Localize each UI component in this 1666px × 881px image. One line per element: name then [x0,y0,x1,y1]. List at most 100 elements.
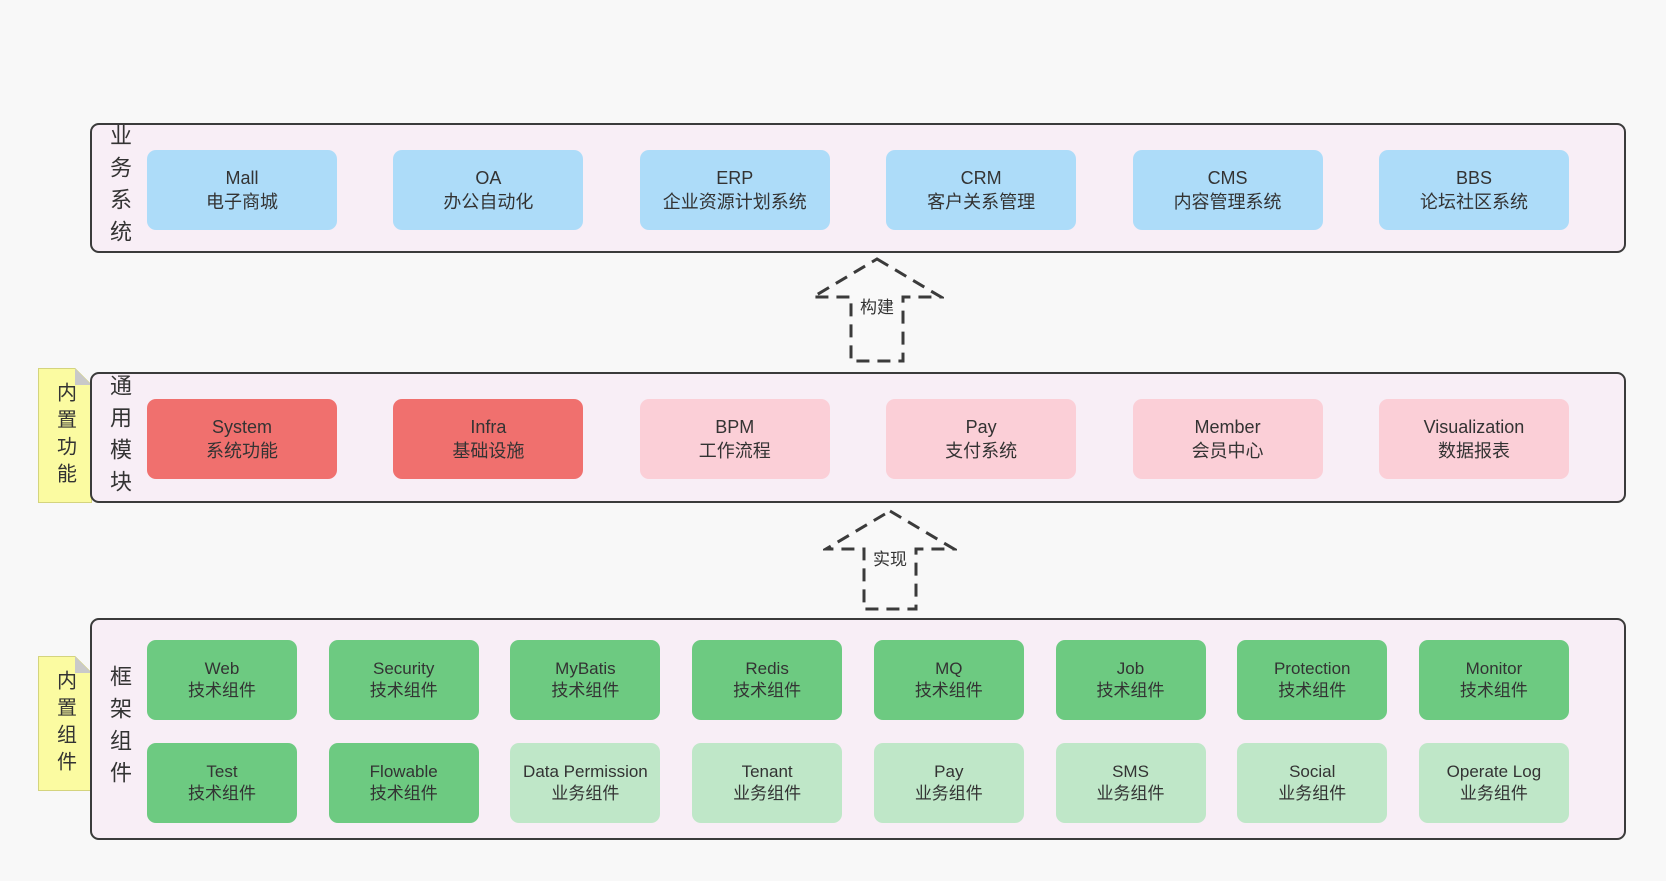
box-desc: 客户关系管理 [927,192,1036,212]
module-box-tenant: Tenant 业务组件 [692,743,843,823]
module-box-job: Job 技术组件 [1055,640,1206,720]
box-desc: 基础设施 [452,441,525,461]
module-box-sms: SMS 业务组件 [1055,743,1206,823]
box-name: Security [372,659,435,679]
box-desc: 技术组件 [551,681,620,700]
box-name: CMS [1207,167,1248,188]
common-modules-row: System 系统功能 Infra 基础设施 BPM 工作流程 Pay 支付系统 Member 会… [147,399,1569,479]
box-desc: 技术组件 [369,681,438,700]
module-box-bpm: BPM 工作流程 [639,399,830,479]
module-box-pay: Pay 支付系统 [886,399,1077,479]
implement-arrow-label: 实现 [873,550,907,569]
module-box-data-permission: Data Permission 业务组件 [510,743,661,823]
box-desc: 工作流程 [698,441,771,461]
box-desc: 技术组件 [369,784,438,803]
box-desc: 业务组件 [733,784,802,803]
box-name: Social [1289,762,1336,782]
module-box-test: Test 技术组件 [147,743,297,823]
module-box-visualization: Visualization 数据报表 [1378,399,1569,479]
sticky-note-label: 内置功能 [53,381,76,490]
box-name: CRM [960,167,1002,188]
module-box-erp: ERP 企业资源计划系统 [639,150,830,230]
box-desc: 企业资源计划系统 [662,192,807,212]
box-desc: 业务组件 [1278,784,1347,803]
box-desc: 技术组件 [1459,681,1528,700]
band-label-business-systems: 业务系统 [107,124,132,252]
build-arrow-outline [810,257,944,363]
band-common-modules: 通用模块 System 系统功能 Infra 基础设施 BPM 工作流程 Pay 支付系统 Me… [90,372,1626,503]
module-box-operate-log: Operate Log 业务组件 [1418,743,1569,823]
box-name: Data Permission [523,762,648,782]
box-desc: 技术组件 [733,681,802,700]
module-box-system: System 系统功能 [147,399,337,479]
box-name: BBS [1455,167,1492,188]
box-name: SMS [1112,762,1149,782]
module-box-web: Web 技术组件 [147,640,297,720]
module-box-pay: Pay 业务组件 [873,743,1024,823]
box-name: ERP [716,167,754,188]
module-box-crm: CRM 客户关系管理 [886,150,1077,230]
module-box-security: Security 技术组件 [328,640,479,720]
sticky-note-label: 内置组件 [53,669,76,778]
box-name: System [211,416,272,437]
box-name: Web [204,659,240,679]
module-box-protection: Protection 技术组件 [1237,640,1388,720]
module-box-social: Social 业务组件 [1237,743,1388,823]
box-desc: 系统功能 [206,441,278,461]
box-desc: 数据报表 [1437,441,1510,461]
box-desc: 业务组件 [1459,784,1528,803]
box-name: Tenant [741,762,793,782]
box-desc: 业务组件 [551,784,620,803]
box-name: Member [1194,416,1261,437]
box-name: OA [475,167,502,188]
box-desc: 业务组件 [1096,784,1165,803]
box-name: MyBatis [555,659,616,679]
module-box-mybatis: MyBatis 技术组件 [510,640,661,720]
box-desc: 技术组件 [1278,681,1347,700]
module-box-oa: OA 办公自动化 [393,150,584,230]
implement-arrow: 实现 [823,509,957,611]
sticky-note-paper-icon [38,368,92,503]
box-name: Redis [745,659,789,679]
build-arrow: 构建 [810,257,944,363]
box-desc: 技术组件 [188,784,256,803]
box-desc: 技术组件 [188,681,256,700]
box-name: Protection [1273,659,1351,679]
box-desc: 业务组件 [914,784,983,803]
box-name: Monitor [1465,659,1523,679]
module-box-infra: Infra 基础设施 [393,399,584,479]
box-name: Infra [470,416,507,437]
box-desc: 会员中心 [1191,441,1264,461]
sticky-note-built-in-components: 内置组件 [38,656,92,791]
box-desc: 内容管理系统 [1173,192,1282,212]
band-label-common-modules: 通用模块 [107,373,132,502]
module-box-cms: CMS 内容管理系统 [1132,150,1323,230]
build-arrow-label: 构建 [860,298,894,317]
box-name: Flowable [369,762,438,782]
box-name: Job [1116,659,1145,679]
module-box-member: Member 会员中心 [1132,399,1323,479]
box-desc: 电子商城 [206,192,278,212]
module-box-monitor: Monitor 技术组件 [1418,640,1569,720]
box-desc: 技术组件 [1096,681,1165,700]
box-desc: 办公自动化 [443,192,534,212]
band-framework-components: 框架组件 Web 技术组件 Security 技术组件 MyBatis 技术组件 Redis… [90,618,1626,840]
box-desc: 支付系统 [945,441,1018,461]
implement-arrow-outline [823,509,957,611]
box-name: Visualization [1423,416,1525,437]
band-label-framework-components: 框架组件 [107,665,132,793]
sticky-note-built-in-features: 内置功能 [38,368,92,503]
box-name: Pay [934,762,964,782]
box-name: Test [206,762,238,782]
box-name: MQ [935,659,963,679]
module-box-flowable: Flowable 技术组件 [328,743,479,823]
box-name: Operate Log [1446,762,1542,782]
box-name: Pay [965,416,997,437]
box-name: BPM [715,416,755,437]
